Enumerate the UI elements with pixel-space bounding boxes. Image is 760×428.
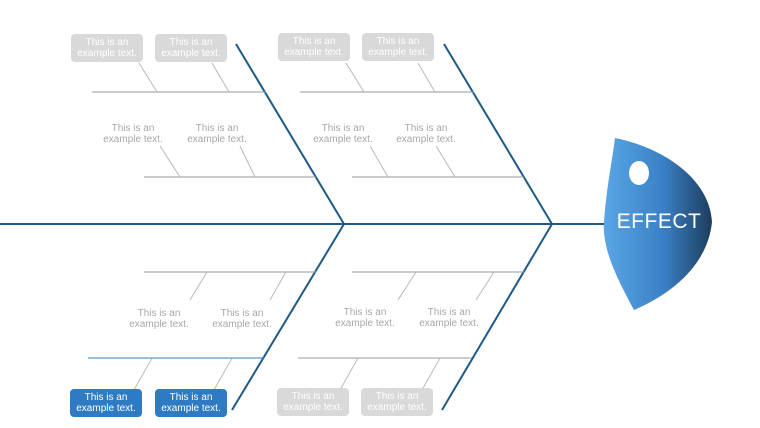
bone-top-left (235, 43, 345, 225)
effect-label: EFFECT (616, 210, 702, 233)
effect-head (603, 138, 712, 310)
bone-bottom-left (231, 223, 345, 411)
connector-ticks (133, 62, 495, 391)
bone-top-right (443, 43, 553, 225)
effect-eye-icon (629, 161, 649, 185)
bone-bottom-right (441, 223, 553, 411)
